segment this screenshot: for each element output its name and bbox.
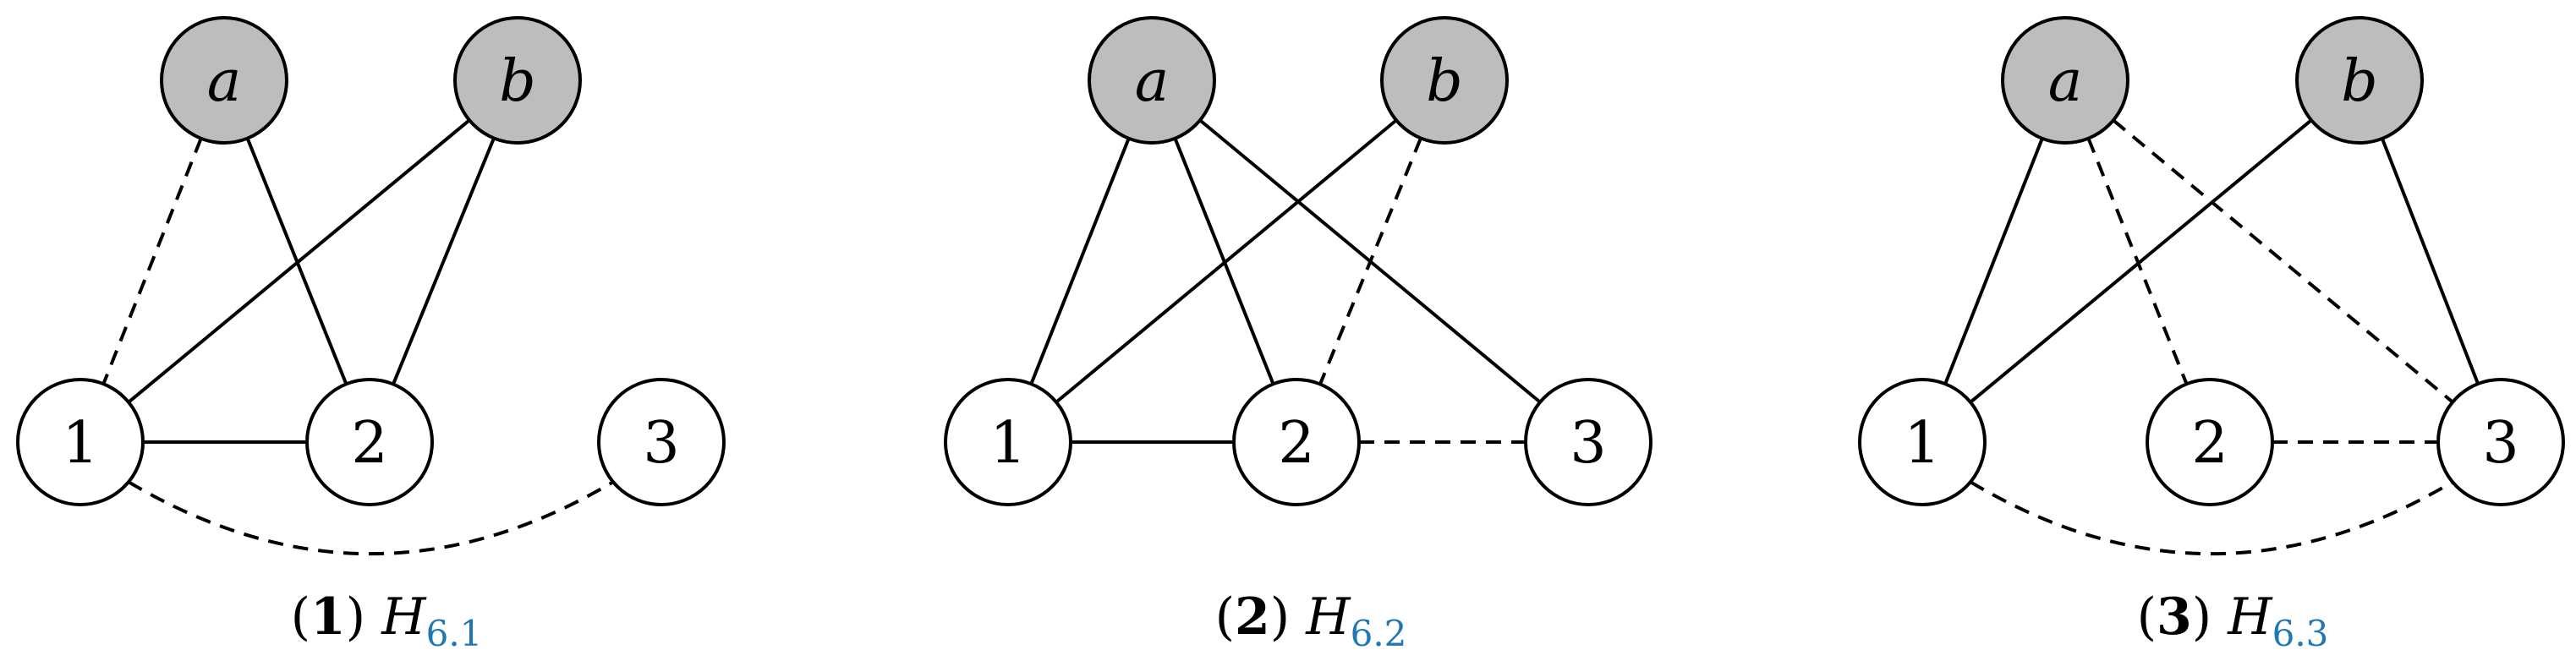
node-circle — [1380, 16, 1509, 145]
caption-close: ) — [1270, 587, 1290, 647]
edge-b-1 — [127, 118, 471, 404]
node-label: 2 — [1278, 410, 1314, 477]
node-label: a — [207, 48, 242, 115]
node-circle — [2001, 16, 2129, 145]
edge-1-3 — [1969, 480, 2454, 556]
edge-b-3 — [2381, 138, 2480, 385]
caption-open: ( — [291, 587, 310, 647]
node-circle — [2436, 378, 2565, 506]
caption-H: H — [381, 587, 427, 647]
edge-a-1 — [101, 138, 203, 385]
node-label: 3 — [1570, 410, 1606, 477]
node-label: 1 — [989, 410, 1026, 477]
caption-num: 2 — [1235, 587, 1270, 647]
edge-a-1 — [1943, 138, 2044, 385]
node-circle — [305, 378, 434, 506]
node-label: a — [1135, 48, 1170, 115]
node-3: 3 — [2436, 378, 2565, 506]
caption-sub: 6.3 — [2272, 613, 2329, 654]
caption-H: H — [2227, 587, 2273, 647]
edge-b-1 — [1055, 118, 1398, 404]
node-label: 1 — [62, 410, 98, 477]
panel-h62: a b 1 2 3 (2) H6.2 — [944, 16, 1652, 654]
node-circle — [1858, 378, 1987, 506]
node-label: 1 — [1904, 410, 1940, 477]
caption-h61: (1) H6.1 — [291, 587, 483, 654]
edge-b-1 — [1969, 118, 2313, 404]
caption-close: ) — [346, 587, 365, 647]
edge-a-3 — [2112, 118, 2454, 404]
node-label: 3 — [643, 410, 679, 477]
caption-H: H — [1305, 587, 1351, 647]
node-circle — [1524, 378, 1652, 506]
caption-open: ( — [2137, 587, 2157, 647]
node-circle — [1232, 378, 1361, 506]
caption-h62: (2) H6.2 — [1215, 587, 1407, 654]
node-label: b — [499, 48, 536, 115]
edges-h62 — [1029, 118, 1542, 444]
node-circle — [453, 16, 582, 145]
node-a: a — [160, 16, 288, 145]
node-1: 1 — [16, 378, 145, 506]
node-circle — [944, 378, 1072, 506]
caption-num: 3 — [2157, 587, 2192, 647]
node-label: 3 — [2482, 410, 2518, 477]
node-3: 3 — [597, 378, 726, 506]
node-b: b — [2295, 16, 2424, 145]
node-circle — [2295, 16, 2424, 145]
caption-open: ( — [1215, 587, 1235, 647]
edge-b-2 — [392, 137, 496, 385]
edges-h63 — [1943, 118, 2480, 556]
panel-h61: a b 1 2 3 (1) H6.1 — [16, 16, 726, 654]
caption-space — [1290, 587, 1306, 647]
caption-h63: (3) H6.3 — [2137, 587, 2329, 654]
node-1: 1 — [1858, 378, 1987, 506]
node-label: b — [1426, 48, 1463, 115]
node-label: a — [2048, 48, 2083, 115]
node-2: 2 — [305, 378, 434, 506]
caption-close: ) — [2192, 587, 2212, 647]
node-circle — [160, 16, 288, 145]
node-label: b — [2341, 48, 2378, 115]
node-3: 3 — [1524, 378, 1652, 506]
edge-b-2 — [1318, 137, 1422, 385]
edges-h61 — [101, 118, 615, 556]
node-label: 2 — [2191, 410, 2228, 477]
node-circle — [2146, 378, 2274, 506]
node-2: 2 — [1232, 378, 1361, 506]
node-circle — [597, 378, 726, 506]
caption-num: 1 — [310, 587, 346, 647]
node-circle — [1088, 16, 1216, 145]
node-a: a — [2001, 16, 2129, 145]
node-label: 2 — [351, 410, 387, 477]
caption-sub: 6.2 — [1351, 613, 1407, 654]
edge-a-1 — [1029, 138, 1131, 385]
node-2: 2 — [2146, 378, 2274, 506]
node-circle — [16, 378, 145, 506]
edge-a-2 — [2086, 137, 2189, 385]
node-b: b — [1380, 16, 1509, 145]
node-1: 1 — [944, 378, 1072, 506]
caption-space — [2212, 587, 2228, 647]
edge-1-3 — [127, 480, 615, 556]
node-a: a — [1088, 16, 1216, 145]
caption-space — [365, 587, 381, 647]
node-b: b — [453, 16, 582, 145]
caption-sub: 6.1 — [426, 613, 483, 654]
